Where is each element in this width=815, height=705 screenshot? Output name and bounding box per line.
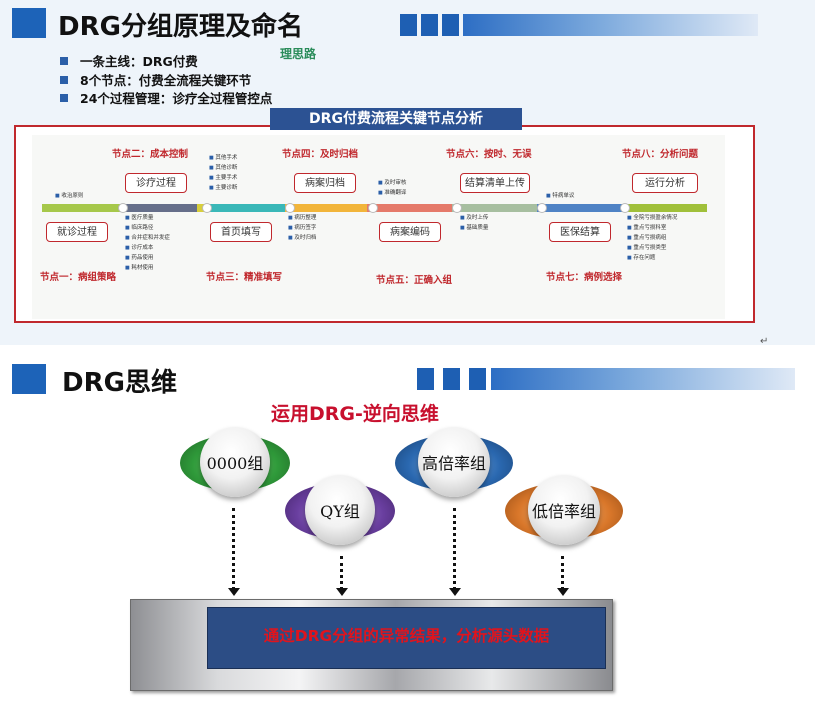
timeline-dot [452, 203, 462, 213]
decor-block [443, 368, 460, 390]
detail-list: 特病单议 [546, 191, 574, 201]
timeline-segment [623, 204, 707, 212]
arrow-down-icon [449, 588, 461, 596]
detail-list: 医疗质量 临床路径 合并症和并发症 诊疗成本 药品使用 耗材使用 [125, 213, 170, 273]
timeline-segment [367, 204, 452, 212]
decor-gradient-bar [463, 14, 758, 36]
dotted-arrow-line [232, 508, 235, 590]
paragraph-mark-icon: ↵ [760, 336, 769, 347]
timeline-dot [368, 203, 378, 213]
node-label: 节点三：精准填写 [206, 272, 283, 283]
bullet-item: 8个节点：付费全流程关键环节 [60, 70, 251, 89]
arrow-down-icon [336, 588, 348, 596]
node-box: 医保结算 [549, 222, 611, 242]
section1-title: DRG分组原理及命名 [58, 12, 303, 42]
bullet-item: 24个过程管理：诊疗全过程管控点 [60, 88, 272, 107]
detail-list: 收治原则 [55, 191, 83, 201]
timeline-segment [207, 204, 285, 212]
node-box: 病案归档 [294, 173, 356, 193]
detail-list: 及时审核 准确翻译 [378, 178, 406, 198]
timeline-dot [285, 203, 295, 213]
dotted-arrow-line [453, 508, 456, 590]
node-box: 就诊过程 [46, 222, 108, 242]
decor-block [421, 14, 438, 36]
node-label: 节点五：正确入组 [376, 275, 453, 286]
decor-block [417, 368, 434, 390]
node-box: 结算清单上传 [460, 173, 530, 193]
group-ball: 0000组 [180, 427, 290, 497]
node-box: 诊疗过程 [125, 173, 187, 193]
decor-block [400, 14, 417, 36]
group-ball: 低倍率组 [505, 475, 623, 545]
node-box: 首页填写 [210, 222, 272, 242]
node-label: 节点二：成本控制 [112, 149, 189, 160]
node-label: 节点六：按时、无误 [446, 149, 532, 160]
group-ball: 高倍率组 [395, 427, 513, 497]
arrow-down-icon [228, 588, 240, 596]
node-box: 病案编码 [379, 222, 441, 242]
section-marker-square [12, 8, 46, 38]
detail-list: 及时上传 基础质量 [460, 213, 488, 233]
decor-block [469, 368, 486, 390]
decor-block [442, 14, 459, 36]
node-label: 节点八：分析问题 [622, 149, 699, 160]
timeline-segment [42, 204, 122, 212]
timeline-dot [118, 203, 128, 213]
node-label: 节点四：及时归档 [282, 149, 359, 160]
conclusion-box [207, 607, 606, 669]
timeline-segment [122, 204, 197, 212]
bullet-item: 一条主线：DRG付费 [60, 51, 198, 70]
detail-list: 其他手术 其他诊断 主要手术 主要诊断 [209, 153, 237, 193]
reverse-thinking-subtitle: 运用DRG-逆向思维 [271, 403, 439, 425]
timeline-segment [452, 204, 537, 212]
section-marker-square [12, 364, 46, 394]
conclusion-text: 通过DRG分组的异常结果，分析源头数据 [263, 627, 550, 645]
timeline-segment [537, 204, 623, 212]
dotted-arrow-line [340, 556, 343, 590]
node-label: 节点七：病例选择 [546, 272, 623, 283]
diagram-title: DRG付费流程关键节点分析 [270, 108, 522, 130]
detail-list: 病历整理 病历签字 及时归档 [288, 213, 316, 243]
section2-title: DRG思维 [62, 368, 177, 398]
timeline-segment [285, 204, 367, 212]
detail-list: 全院亏损盈余情况 重点亏损科室 重点亏损病组 重点亏损类型 存在问题 [627, 213, 677, 263]
timeline-dot [537, 203, 547, 213]
group-ball: QY组 [285, 475, 395, 545]
timeline-dot [620, 203, 630, 213]
node-label: 节点一：病组策略 [40, 272, 117, 283]
side-note: 理思路 [280, 47, 317, 61]
dotted-arrow-line [561, 556, 564, 590]
arrow-down-icon [557, 588, 569, 596]
node-box: 运行分析 [632, 173, 698, 193]
timeline-dot [202, 203, 212, 213]
decor-gradient-bar [491, 368, 795, 390]
